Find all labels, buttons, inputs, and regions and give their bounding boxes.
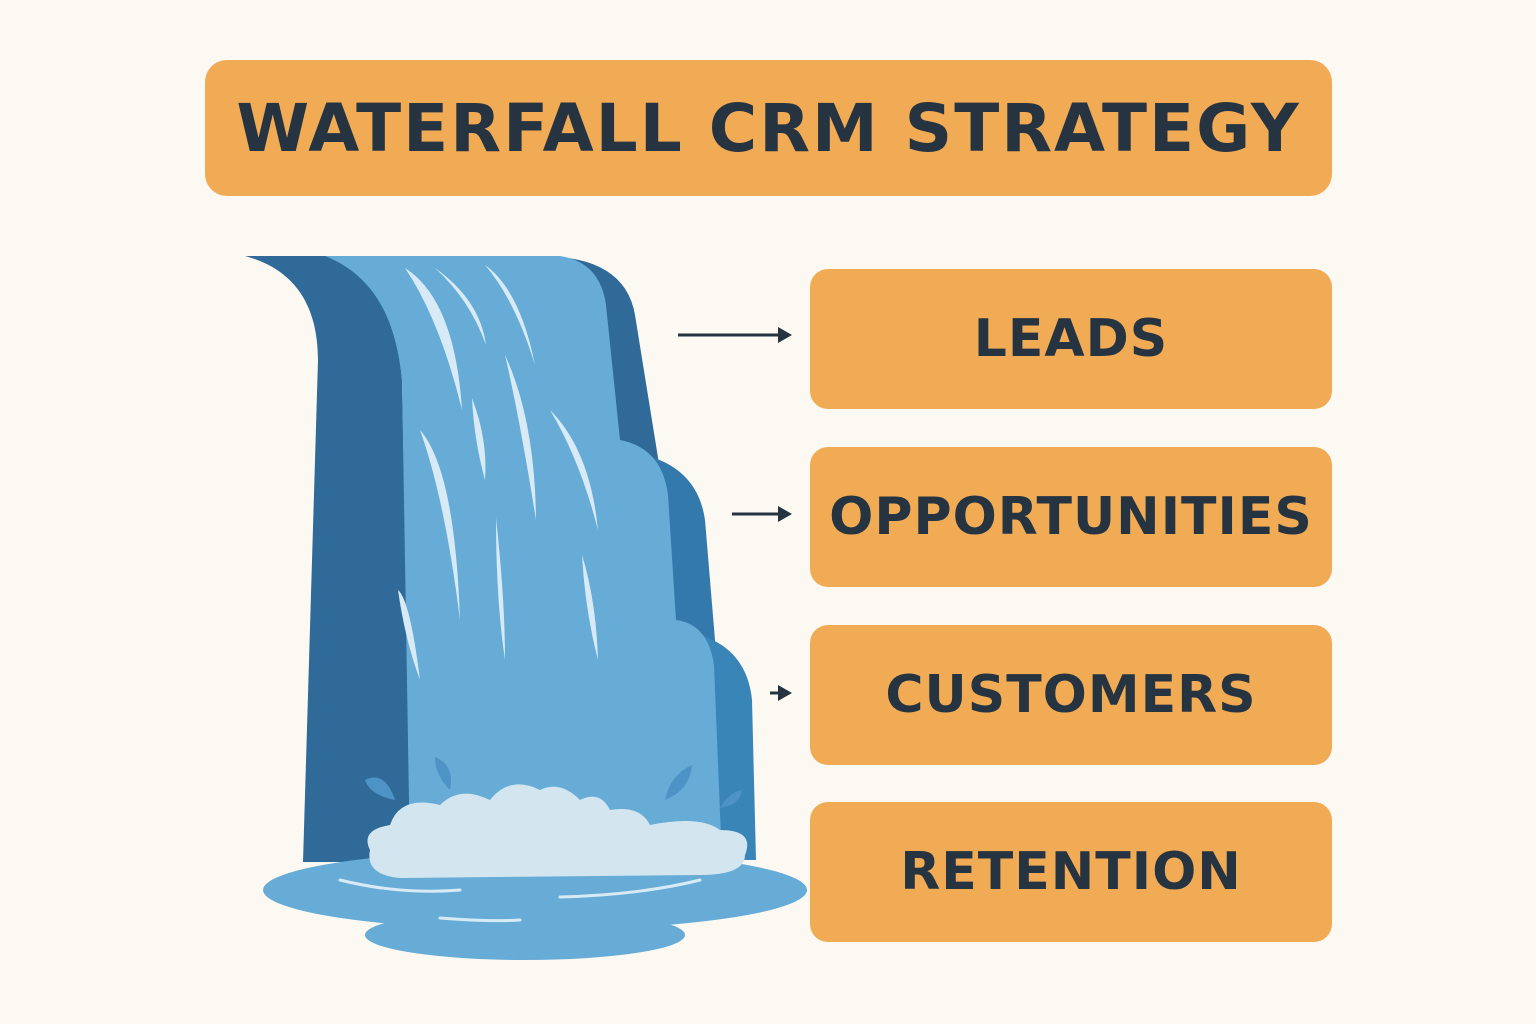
stage-label: LEADS	[973, 309, 1169, 369]
stage-label: OPPORTUNITIES	[829, 487, 1313, 547]
arrow-leads-icon	[678, 327, 792, 343]
title-banner: WATERFALL CRM STRATEGY	[205, 60, 1332, 196]
stage-leads: LEADS	[810, 269, 1332, 409]
stage-customers: CUSTOMERS	[810, 625, 1332, 765]
waterfall-icon	[245, 256, 807, 960]
page-title: WATERFALL CRM STRATEGY	[236, 89, 1301, 167]
stage-label: RETENTION	[900, 842, 1242, 902]
arrow-customers-icon	[770, 685, 792, 701]
stage-opportunities: OPPORTUNITIES	[810, 447, 1332, 587]
arrow-opportunities-icon	[732, 506, 792, 522]
stage-retention: RETENTION	[810, 802, 1332, 942]
stage-label: CUSTOMERS	[885, 665, 1257, 725]
